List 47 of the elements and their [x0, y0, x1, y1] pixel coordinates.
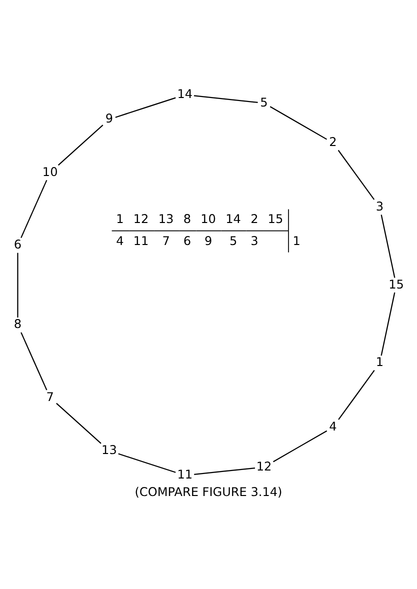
connector [17, 252, 18, 318]
caption: (COMPARE FIGURE 3.14) [134, 484, 282, 498]
label: 13 [158, 212, 174, 226]
label: 14 [226, 212, 241, 226]
node-text: 2 [329, 134, 337, 149]
node-text: 8 [14, 316, 22, 331]
label: 6 [183, 233, 192, 248]
connector [194, 466, 256, 474]
label: 15 [268, 212, 284, 226]
node-text: 4 [329, 418, 337, 433]
label: 12 [133, 212, 149, 226]
label: 10 [200, 212, 216, 226]
connector [338, 369, 375, 420]
connector [20, 332, 48, 390]
connector [56, 402, 102, 444]
label: 1 [116, 212, 124, 226]
node-text: 14 [177, 86, 193, 100]
node-text: 9 [105, 111, 114, 126]
label: 7 [162, 233, 170, 248]
connector [118, 452, 176, 472]
node-text: 11 [177, 467, 193, 482]
connector [272, 430, 328, 462]
connector [115, 96, 176, 118]
node-text: 7 [46, 389, 54, 404]
node-text: 6 [14, 236, 22, 251]
label: 4 [116, 233, 124, 248]
label: 3 [250, 233, 258, 248]
connector [270, 106, 328, 140]
label: 8 [183, 212, 192, 226]
label: 1 [292, 233, 300, 248]
connector [380, 214, 396, 278]
node-text: 5 [260, 94, 268, 109]
connector [380, 292, 396, 356]
node-text: 10 [42, 164, 58, 178]
connector [58, 124, 104, 166]
connector [338, 149, 375, 200]
label: 2 [250, 212, 258, 226]
label: 5 [229, 233, 238, 248]
label: 11 [133, 233, 149, 248]
node-text: 12 [256, 458, 272, 473]
node-text: 13 [102, 442, 117, 456]
connector [20, 179, 48, 238]
node-text: 15 [388, 276, 404, 291]
label: 9 [204, 233, 212, 248]
node-text: 1 [376, 354, 384, 369]
node-text: 3 [376, 198, 384, 213]
connector [194, 94, 258, 102]
